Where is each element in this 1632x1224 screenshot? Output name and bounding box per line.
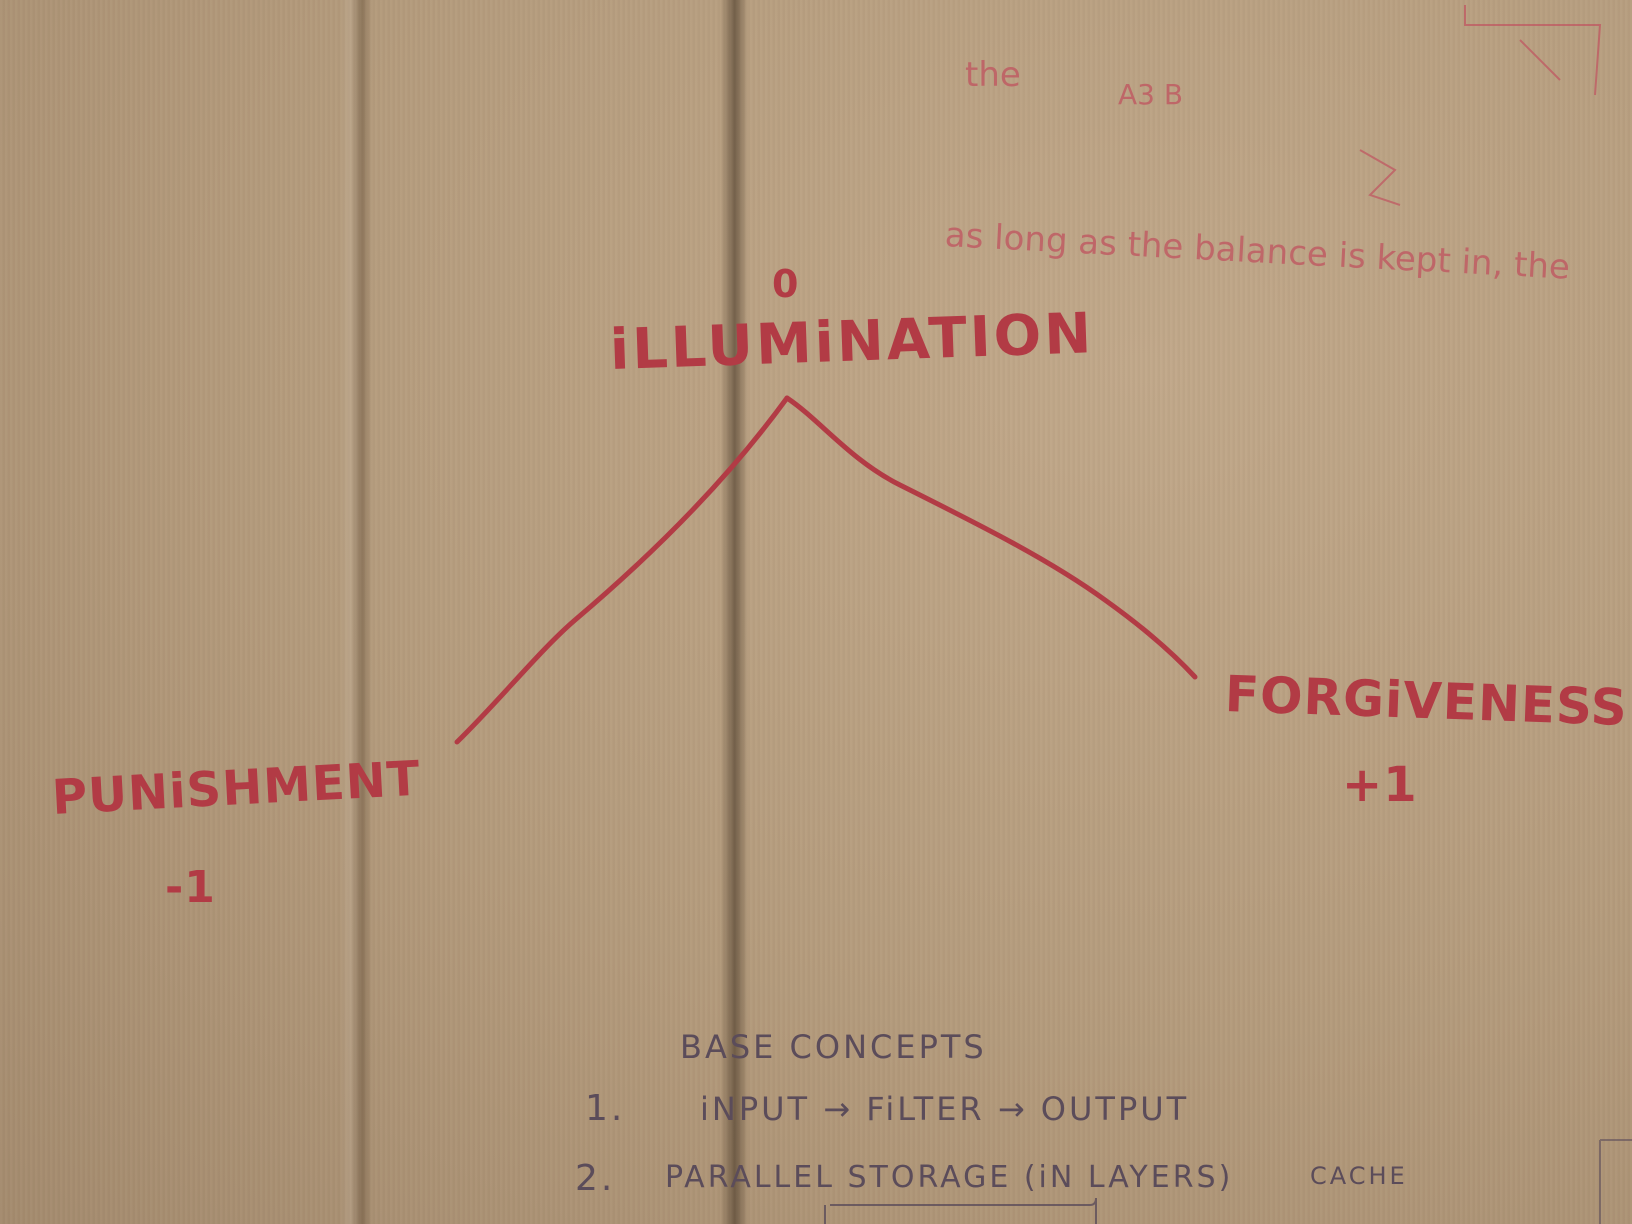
notes-item2-suffix: CACHE bbox=[1310, 1162, 1408, 1190]
bottom-right-box bbox=[1599, 1139, 1632, 1224]
notes-heading: BASE CONCEPTS bbox=[680, 1028, 987, 1066]
corner-note-2: A3 B bbox=[1118, 78, 1184, 111]
right-branch-line bbox=[784, 395, 1198, 680]
bottom-box bbox=[824, 1197, 1097, 1224]
corner-sketch bbox=[1359, 5, 1602, 206]
top-value: 0 bbox=[772, 262, 800, 306]
notes-item2-number: 2. bbox=[575, 1158, 616, 1199]
left-value: -1 bbox=[165, 862, 216, 913]
notes-item1-text: iNPUT → FiLTER → OUTPUT bbox=[700, 1090, 1190, 1128]
left-branch-line bbox=[454, 395, 790, 745]
corner-note-1: the bbox=[965, 55, 1021, 95]
notes-item2-text: PARALLEL STORAGE (iN LAYERS) bbox=[665, 1160, 1234, 1195]
notes-item1-number: 1. bbox=[585, 1088, 626, 1129]
right-value: +1 bbox=[1342, 757, 1418, 813]
